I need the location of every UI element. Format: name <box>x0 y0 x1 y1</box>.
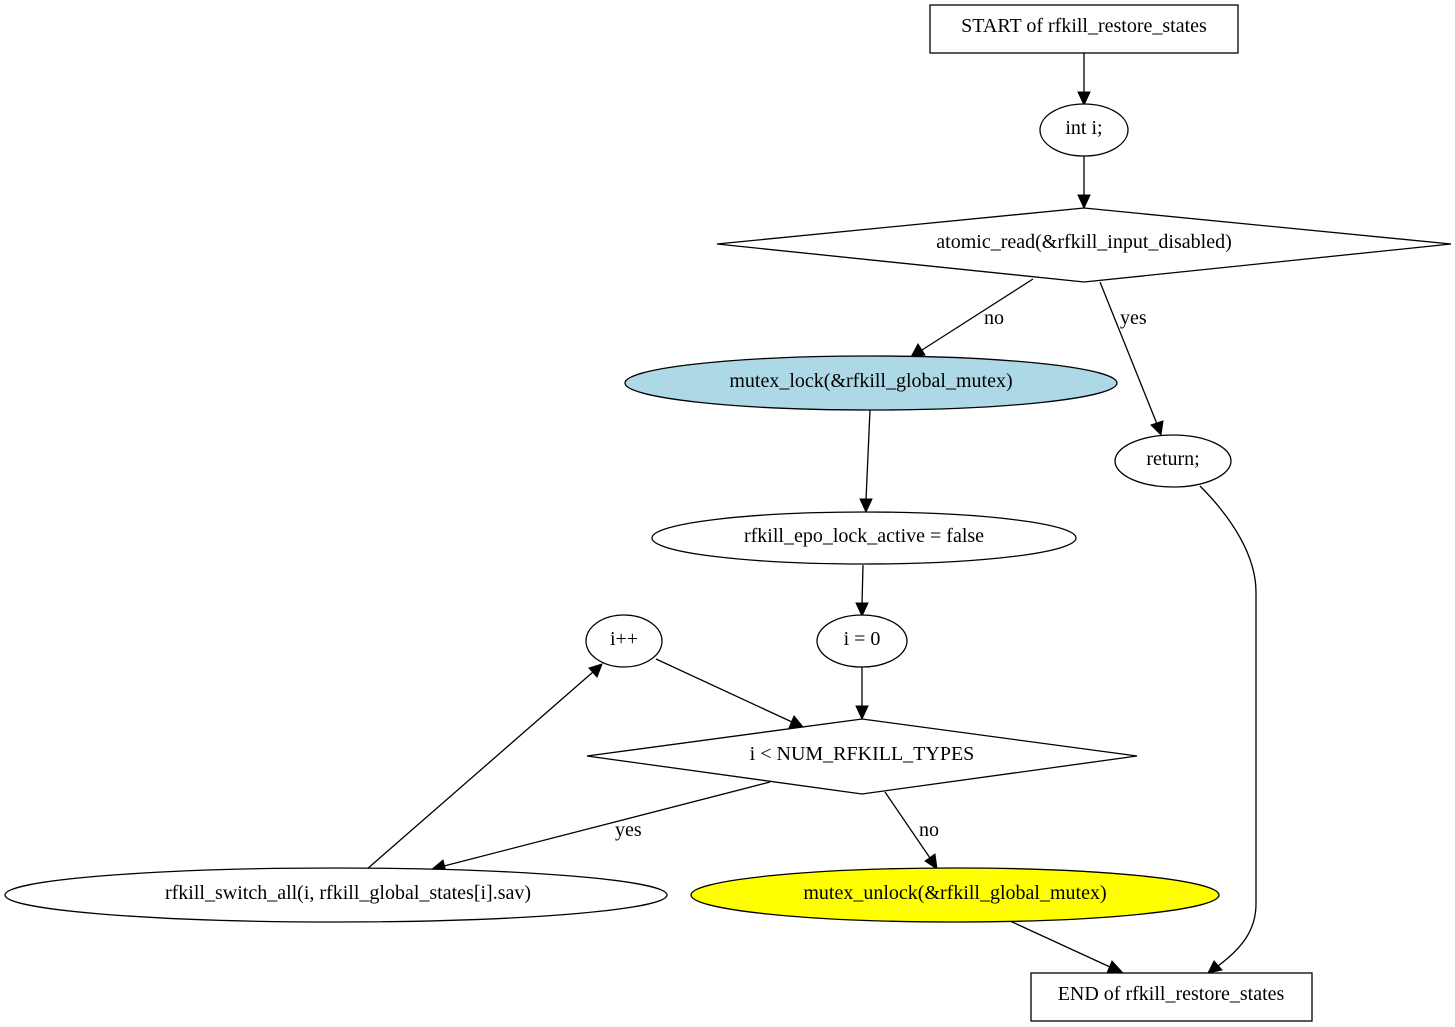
arrowhead <box>910 343 926 358</box>
edge-label-disabled-no: no <box>984 307 1004 329</box>
disabled-decision-node: atomic_read(&rfkill_input_disabled) <box>716 207 1452 283</box>
arrowhead <box>788 715 804 729</box>
init-node-label: i = 0 <box>844 628 881 650</box>
start-node-label: START of rfkill_restore_states <box>961 15 1207 37</box>
edge-unlock-to-end <box>1009 920 1111 968</box>
incr-node-label: i++ <box>610 628 638 650</box>
nodes: START of rfkill_restore_states int i; at… <box>4 4 1452 1022</box>
switch-all-node: rfkill_switch_all(i, rfkill_global_state… <box>4 867 668 923</box>
edge-label-disabled-yes: yes <box>1120 307 1147 329</box>
mutex-unlock-node: mutex_unlock(&rfkill_global_mutex) <box>690 867 1220 923</box>
decl-node-label: int i; <box>1065 117 1102 139</box>
edge-loop-yes <box>443 781 771 867</box>
switch-all-label: rfkill_switch_all(i, rfkill_global_state… <box>165 882 531 904</box>
decl-node: int i; <box>1039 103 1129 157</box>
arrowhead <box>859 498 873 514</box>
mutex-unlock-shape <box>690 867 1220 923</box>
arrowhead <box>588 663 603 678</box>
edge-lock-to-epo <box>865 409 871 501</box>
arrowhead <box>1077 194 1091 210</box>
end-node: END of rfkill_restore_states <box>1030 972 1313 1022</box>
loop-decision-label: i < NUM_RFKILL_TYPES <box>750 743 975 765</box>
incr-node: i++ <box>585 614 663 668</box>
epo-node-label: rfkill_epo_lock_active = false <box>744 525 984 547</box>
return-node: return; <box>1114 434 1232 488</box>
mutex-lock-shape <box>624 355 1118 411</box>
edge-incr-to-loop <box>655 658 793 723</box>
arrowhead <box>1077 91 1091 107</box>
edge-labels: no yes yes no <box>615 307 1147 841</box>
return-node-label: return; <box>1146 448 1199 470</box>
arrowhead <box>1207 960 1223 974</box>
disabled-decision-label: atomic_read(&rfkill_input_disabled) <box>936 231 1231 253</box>
edge-cond-yes <box>1099 281 1158 425</box>
arrowhead <box>855 602 869 618</box>
edge-cond-no <box>921 278 1034 351</box>
epo-node: rfkill_epo_lock_active = false <box>651 511 1077 565</box>
init-node: i = 0 <box>816 614 908 668</box>
loop-decision-node: i < NUM_RFKILL_TYPES <box>586 718 1138 795</box>
edge-epo-to-init <box>861 564 864 605</box>
mutex-lock-label: mutex_lock(&rfkill_global_mutex) <box>729 370 1012 392</box>
arrowhead <box>1106 960 1124 974</box>
arrowhead <box>855 705 869 721</box>
edge-label-loop-yes: yes <box>615 819 642 841</box>
edges <box>365 53 1257 974</box>
mutex-lock-node: mutex_lock(&rfkill_global_mutex) <box>624 355 1118 411</box>
edge-loop-no <box>884 791 931 859</box>
arrowhead <box>1150 420 1164 437</box>
edge-return-to-end <box>1199 485 1257 967</box>
end-node-label: END of rfkill_restore_states <box>1058 983 1285 1005</box>
edge-label-loop-no: no <box>919 819 939 841</box>
arrowhead <box>924 853 938 871</box>
edge-switch-to-incr <box>365 671 594 871</box>
start-node: START of rfkill_restore_states <box>929 4 1239 54</box>
mutex-unlock-label: mutex_unlock(&rfkill_global_mutex) <box>803 882 1106 904</box>
